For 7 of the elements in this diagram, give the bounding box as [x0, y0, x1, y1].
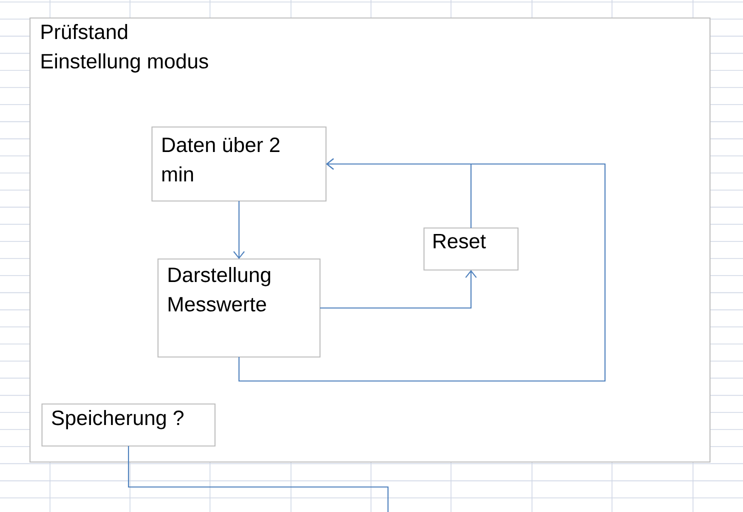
connector-arrow: [238, 158, 606, 382]
process-box: Speicherung ?: [41, 403, 216, 447]
connector-arrow: [320, 270, 477, 309]
process-box: Daten über 2 min: [151, 126, 327, 202]
process-box: Darstellung Messwerte: [157, 258, 321, 358]
process-box: Reset: [423, 227, 519, 271]
connector-arrow: [233, 201, 245, 259]
